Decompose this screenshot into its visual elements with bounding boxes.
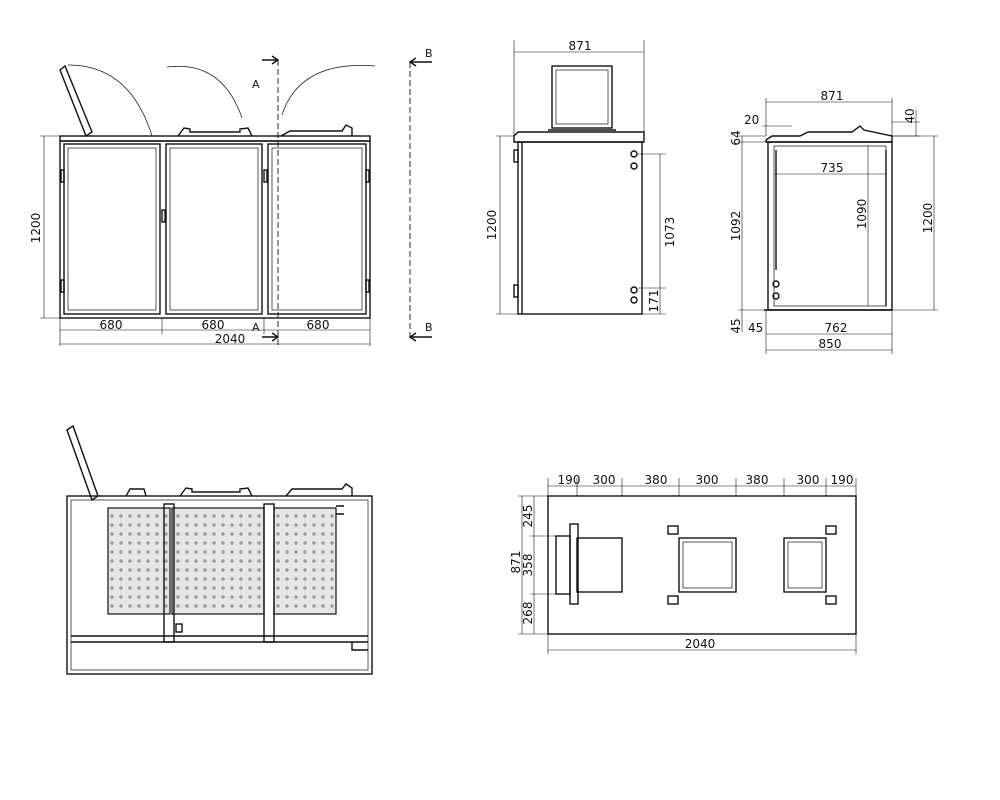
dim-plan-2: 300 [593,473,616,487]
dim-plan-5: 380 [746,473,769,487]
open-lid [59,64,93,138]
dim-lid-height: 40 [903,108,917,123]
dim-section-width: 871 [821,89,844,103]
lid-swing-arc [281,65,376,116]
closed-lid [177,127,253,137]
front-frame [59,140,371,319]
closed-lid [285,483,353,497]
perforations [110,514,334,608]
section-arrow [262,55,280,65]
door-left-panel [67,147,157,311]
divider-post [263,503,275,643]
bolt-hole [630,162,638,170]
dim-side-3: 268 [521,602,535,625]
dim-inner-width: 735 [821,161,844,175]
dim-total: 2040 [215,332,246,346]
dim-side-1: 245 [521,505,535,528]
dim-plan-total: 2040 [685,637,716,651]
hinge [60,169,65,183]
dim-plan-1: 190 [558,473,581,487]
closed-lid [280,124,353,137]
open-lid [66,424,99,502]
bin-footprint [576,537,623,593]
bolt-hole [630,150,638,158]
perforated-panel [273,507,337,615]
dim-plan-4: 300 [696,473,719,487]
lid-swing-arc [67,64,153,137]
hinge [161,209,166,223]
dim-width-2: 680 [202,318,225,332]
dim-plan-7: 190 [831,473,854,487]
hinge [365,279,370,293]
dim-width-1: 680 [100,318,123,332]
dim-left-height: 1092 [729,211,743,242]
door-right [267,143,367,315]
section-label-b: B [425,47,433,60]
side-view: 871 1200 1073 171 [485,39,677,315]
section-arrow [408,332,432,342]
bolt-hole [630,286,638,294]
dim-side-width: 871 [569,39,592,53]
section-frame [66,495,373,675]
door-middle [165,143,263,315]
bin-footprint [678,537,737,593]
dim-width-3: 680 [307,318,330,332]
bin-footprint [783,537,827,593]
side-top [513,131,645,143]
section-arrow [262,332,280,342]
open-lid [551,65,613,129]
dim-plan-3: 380 [645,473,668,487]
section-lid [765,125,893,143]
dim-plan-6: 300 [797,473,820,487]
dim-side-2: 358 [521,554,535,577]
dim-right-height: 1200 [921,203,935,234]
dim-hole-lower: 171 [647,290,661,313]
section-label-a: A [252,78,260,91]
dim-height: 1200 [29,213,43,244]
dim-bottom-offset: 45 [748,321,763,335]
closed-lid [179,487,253,497]
top-rail [59,135,371,142]
section-view: 871 20 40 735 1090 64 1092 45 1200 [729,89,938,354]
section-a-view [66,424,373,675]
front-view: A A B B 1200 680 680 680 2040 [29,47,433,346]
door-middle-panel [169,147,259,311]
section-label-a: A [252,321,260,334]
plan-view: 190 300 380 300 380 300 190 245 358 268 … [509,473,857,654]
dim-side-height: 1200 [485,210,499,241]
dim-offset-top: 20 [744,113,759,127]
perforated-panel [107,507,171,615]
plan-outline [547,495,857,635]
dim-base-inner: 762 [825,321,848,335]
dim-base-total: 850 [819,337,842,351]
section-label-b: B [425,321,433,334]
hinge [513,284,519,298]
open-lid-inner [555,69,609,125]
hinge [365,169,370,183]
dim-bottom-left: 45 [729,318,743,333]
dim-inner-height: 1090 [855,199,869,230]
lid-swing-arc [166,65,243,119]
dim-left-top: 64 [729,130,743,145]
hinge [60,279,65,293]
bolt-hole [630,296,638,304]
side-body [517,141,643,315]
hinge [513,149,519,163]
door-right-panel [271,147,363,311]
dim-depth: 871 [509,551,523,574]
hinge [263,169,268,183]
dim-hole-upper: 1073 [663,217,677,248]
door-left [63,143,161,315]
section-arrow [408,57,432,67]
